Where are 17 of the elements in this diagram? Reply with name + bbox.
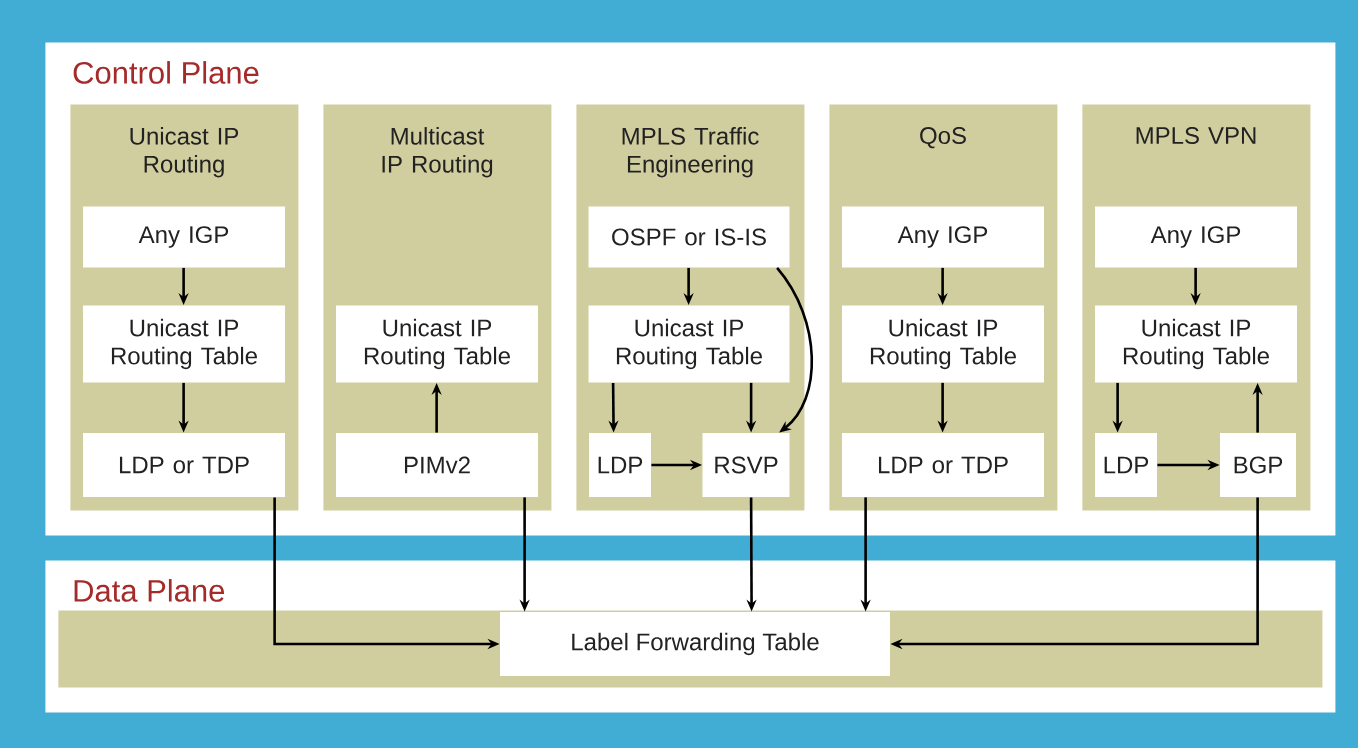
- table-box: Label Forwarding Table: [500, 612, 890, 676]
- protocol-box: Unicast IP Routing Table: [588, 305, 790, 383]
- protocol-box: Unicast IP Routing Table: [842, 305, 1044, 383]
- protocol-box: BGP: [1220, 433, 1296, 497]
- protocol-box: LDP: [589, 433, 651, 497]
- protocol-box: Any IGP: [1095, 206, 1297, 268]
- protocol-box: OSPF or IS-IS: [588, 206, 790, 268]
- protocol-box: RSVP: [702, 433, 790, 497]
- protocol-box: Unicast IP Routing Table: [83, 305, 285, 383]
- protocol-box: LDP: [1095, 433, 1157, 497]
- protocol-box: Unicast IP Routing Table: [1095, 305, 1297, 383]
- protocol-box: LDP or TDP: [83, 433, 285, 497]
- protocol-box: Any IGP: [83, 206, 285, 268]
- protocol-box: PIMv2: [336, 433, 538, 497]
- protocol-box: Unicast IP Routing Table: [336, 305, 538, 383]
- protocol-box: Any IGP: [842, 206, 1044, 268]
- protocol-box: LDP or TDP: [842, 433, 1044, 497]
